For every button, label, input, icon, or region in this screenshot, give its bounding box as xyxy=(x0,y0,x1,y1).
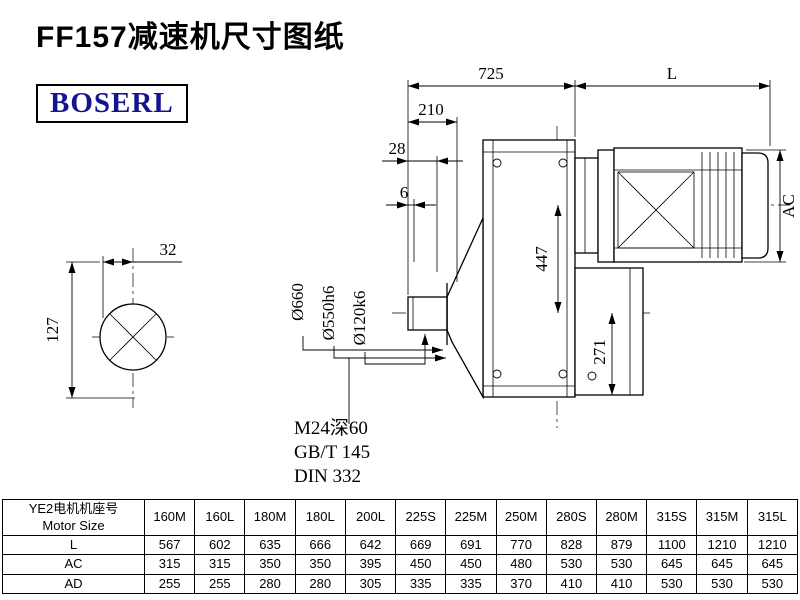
column-header: 180M xyxy=(244,499,296,536)
table-cell: 315 xyxy=(143,554,196,575)
table-cell: 530 xyxy=(646,573,698,594)
dim-271-label: 271 xyxy=(590,339,609,365)
table-cell: 255 xyxy=(143,573,196,594)
table-cell: 635 xyxy=(244,534,296,556)
table-cell: 335 xyxy=(445,573,497,594)
table-cell: 530 xyxy=(545,554,597,575)
column-header: 280S xyxy=(545,499,597,536)
table-cell: 370 xyxy=(495,573,547,594)
note-din: DIN 332 xyxy=(294,466,361,487)
table-cell: 480 xyxy=(495,554,547,575)
table-cell: 669 xyxy=(395,534,447,556)
dim-32-label: 32 xyxy=(160,240,177,259)
column-header: 225M xyxy=(445,499,497,536)
column-header: 315S xyxy=(646,499,698,536)
table-cell: 395 xyxy=(344,554,397,575)
column-header: 200L xyxy=(344,499,397,536)
table-cell: 280 xyxy=(294,573,346,594)
column-header: 225S xyxy=(395,499,447,536)
table-cell: 645 xyxy=(646,554,698,575)
motor-size-header-en: Motor Size xyxy=(42,517,105,533)
dim-447-label: 447 xyxy=(532,246,551,272)
table-cell: 691 xyxy=(445,534,497,556)
row-label: AD xyxy=(2,573,145,594)
motor xyxy=(597,147,769,263)
ac-dimension: AC xyxy=(744,149,798,263)
table-cell: 1210 xyxy=(696,534,748,556)
table-cell: 567 xyxy=(143,534,196,556)
column-header: 315M xyxy=(696,499,748,536)
dim-725-label: 725 xyxy=(478,64,504,83)
dim-210-label: 210 xyxy=(418,100,444,119)
column-header: 160M xyxy=(143,499,196,536)
motor-size-header-cn: YE2电机机座号 xyxy=(28,501,119,517)
row-label: L xyxy=(2,534,145,556)
table-cell: 350 xyxy=(244,554,296,575)
dim-L-label: L xyxy=(667,64,677,83)
thread-notes: M24深60 GB/T 145 DIN 332 xyxy=(294,358,370,487)
detail-dimensions: 32 127 xyxy=(43,240,182,399)
page-title: FF157减速机尺寸图纸 xyxy=(36,21,345,54)
dim-127-label: 127 xyxy=(43,317,62,343)
dim-28-label: 28 xyxy=(389,139,406,158)
table-cell: 645 xyxy=(746,554,799,575)
diameter-callouts: Ø660 Ø550h6 Ø120k6 xyxy=(288,283,446,365)
table-cell: 450 xyxy=(395,554,447,575)
motor-size-header: YE2电机机座号 Motor Size xyxy=(2,499,145,536)
column-header: 315L xyxy=(746,499,799,536)
table-cell: 642 xyxy=(344,534,397,556)
table-cell: 1210 xyxy=(746,534,799,556)
shaft-end-view xyxy=(99,303,167,371)
column-header: 280M xyxy=(595,499,648,536)
top-dimensions: 725 L 210 28 6 xyxy=(382,64,771,295)
table-cell: 530 xyxy=(746,573,799,594)
table-cell: 666 xyxy=(294,534,346,556)
table-cell: 645 xyxy=(696,554,748,575)
table-cell: 530 xyxy=(696,573,748,594)
note-gbt: GB/T 145 xyxy=(294,442,370,463)
brand-logo: BOSERL xyxy=(36,84,188,123)
table-cell: 450 xyxy=(445,554,497,575)
dim-447: 447 xyxy=(532,205,562,313)
table-cell: 335 xyxy=(395,573,447,594)
table-cell: 602 xyxy=(194,534,246,556)
column-header: 160L xyxy=(194,499,246,536)
dim-660-label: Ø660 xyxy=(288,283,307,321)
table-cell: 1100 xyxy=(646,534,698,556)
table-cell: 879 xyxy=(595,534,648,556)
brand-logo-text: BOSERL xyxy=(50,87,174,119)
table-cell: 315 xyxy=(194,554,246,575)
note-tap: M24深60 xyxy=(294,417,368,439)
dim-550-label: Ø550h6 xyxy=(319,286,338,341)
column-header: 180L xyxy=(294,499,346,536)
table-cell: 410 xyxy=(595,573,648,594)
table-cell: 770 xyxy=(495,534,547,556)
table-cell: 828 xyxy=(545,534,597,556)
technical-drawing: 32 127 xyxy=(43,64,798,487)
table-cell: 305 xyxy=(344,573,397,594)
dim-6-label: 6 xyxy=(400,183,409,202)
table-cell: 530 xyxy=(595,554,648,575)
dim-AC-label: AC xyxy=(779,194,798,218)
table-cell: 280 xyxy=(244,573,296,594)
table-cell: 255 xyxy=(194,573,246,594)
column-header: 250M xyxy=(495,499,547,536)
row-label: AC xyxy=(2,554,145,575)
dim-271: 271 xyxy=(590,313,616,395)
table-cell: 350 xyxy=(294,554,346,575)
table-cell: 410 xyxy=(545,573,597,594)
dim-120-label: Ø120k6 xyxy=(350,291,369,346)
